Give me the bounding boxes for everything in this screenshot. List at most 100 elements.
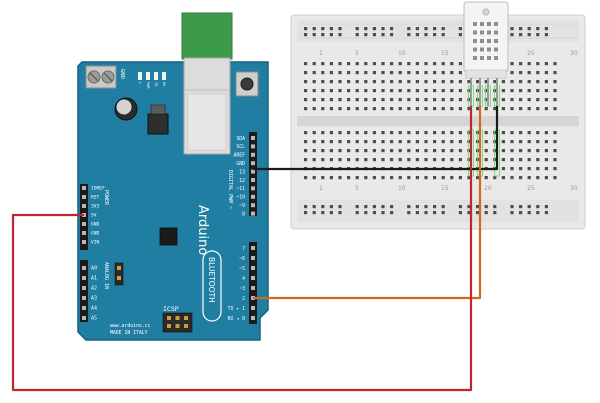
- breadboard-hole: [329, 149, 333, 153]
- header-pin: [251, 211, 255, 216]
- breadboard-hole: [441, 89, 445, 93]
- breadboard-hole: [536, 167, 540, 171]
- breadboard-hole: [312, 80, 316, 84]
- bb-bottom-number-5: 5: [355, 185, 359, 192]
- led-label-pwr: PWR: [146, 82, 150, 89]
- rail-hole: [536, 33, 540, 37]
- breadboard-hole: [338, 176, 342, 180]
- breadboard-hole: [381, 71, 385, 75]
- breadboard-hole: [347, 107, 351, 111]
- breadboard-hole: [355, 140, 359, 144]
- breadboard-hole: [338, 131, 342, 135]
- breadboard-hole: [338, 71, 342, 75]
- header-pin: [251, 203, 255, 208]
- pin-label-10: ~10: [236, 195, 245, 201]
- rail-hole: [458, 205, 462, 209]
- rail-hole: [338, 205, 342, 209]
- pin-label-a3: A3: [91, 296, 97, 302]
- arduino-board: GND L PWR TX RX ICSP Arduino: [77, 12, 269, 341]
- breadboard-hole: [519, 167, 523, 171]
- breadboard-hole: [398, 149, 402, 153]
- breadboard-hole: [381, 131, 385, 135]
- breadboard-hole: [441, 107, 445, 111]
- breadboard-hole: [347, 149, 351, 153]
- breadboard-hole: [501, 176, 505, 180]
- breadboard-hole: [372, 158, 376, 162]
- website-label: www.arduino.cc: [110, 323, 151, 329]
- rail-hole: [544, 33, 548, 37]
- breadboard-hole: [329, 89, 333, 93]
- breadboard-hole: [510, 131, 514, 135]
- breadboard-hole: [321, 149, 325, 153]
- rail-hole: [527, 211, 531, 215]
- rail-hole: [355, 205, 359, 209]
- right-header-top: [249, 132, 257, 216]
- breadboard-hole: [441, 158, 445, 162]
- rail-hole: [312, 211, 316, 215]
- breadboard-hole: [312, 62, 316, 66]
- rail-hole: [510, 205, 514, 209]
- rail-hole: [441, 27, 445, 31]
- breadboard-hole: [501, 80, 505, 84]
- rail-hole: [519, 33, 523, 37]
- breadboard-hole: [321, 131, 325, 135]
- breadboard-hole: [424, 176, 428, 180]
- breadboard-hole: [321, 80, 325, 84]
- pin-label-11: ~11: [236, 186, 245, 192]
- breadboard-hole: [364, 107, 368, 111]
- breadboard-hole: [501, 167, 505, 171]
- breadboard-hole: [467, 140, 471, 144]
- breadboard-hole: [527, 140, 531, 144]
- rail-hole: [321, 211, 325, 215]
- wire-gnd[interactable]: [253, 106, 499, 171]
- header-pin: [251, 306, 255, 310]
- breadboard-hole: [519, 176, 523, 180]
- sensor-grill-slot: [494, 47, 498, 52]
- header-pin: [251, 246, 255, 250]
- breadboard-hole: [519, 158, 523, 162]
- rail-hole: [304, 205, 308, 209]
- left-header-analog-labels: A0 A1 A2 A3 A4 A5: [91, 266, 97, 322]
- breadboard-hole: [484, 80, 488, 84]
- rail-hole: [372, 211, 376, 215]
- header-pin: [82, 286, 86, 290]
- breadboard-hole: [381, 149, 385, 153]
- breadboard-hole: [544, 140, 548, 144]
- breadboard-hole: [424, 98, 428, 102]
- breadboard-hole: [510, 62, 514, 66]
- breadboard-hole: [493, 107, 497, 111]
- breadboard-hole: [372, 107, 376, 111]
- pin-label-6: ~6: [239, 256, 245, 262]
- breadboard-hole: [467, 149, 471, 153]
- breadboard-hole: [304, 89, 308, 93]
- breadboard-hole: [510, 71, 514, 75]
- wire-vcc[interactable]: [11, 106, 473, 392]
- breadboard-hole: [544, 80, 548, 84]
- pin-label-a1: A1: [91, 276, 97, 282]
- breadboard-hole: [450, 62, 454, 66]
- rail-hole: [510, 33, 514, 37]
- rail-hole: [312, 205, 316, 209]
- sensor-grill-slot: [480, 39, 484, 43]
- breadboard-hole: [415, 80, 419, 84]
- breadboard-hole: [501, 149, 505, 153]
- rail-hole: [329, 205, 333, 209]
- breadboard-hole: [372, 98, 376, 102]
- wire-data[interactable]: [253, 106, 482, 300]
- breadboard-hole: [519, 62, 523, 66]
- header-pin: [251, 316, 255, 320]
- left-header-analog-pins: [82, 266, 86, 320]
- breadboard-hole: [441, 131, 445, 135]
- breadboard-hole: [433, 131, 437, 135]
- breadboard-hole: [321, 62, 325, 66]
- breadboard-hole: [390, 80, 394, 84]
- breadboard-hole: [304, 149, 308, 153]
- breadboard-hole: [458, 107, 462, 111]
- right-header-top-pins: [251, 136, 255, 216]
- breadboard-hole: [364, 80, 368, 84]
- breadboard-hole: [355, 71, 359, 75]
- sensor-mount-hole: [482, 8, 490, 16]
- rail-hole: [355, 33, 359, 37]
- breadboard-hole: [536, 62, 540, 66]
